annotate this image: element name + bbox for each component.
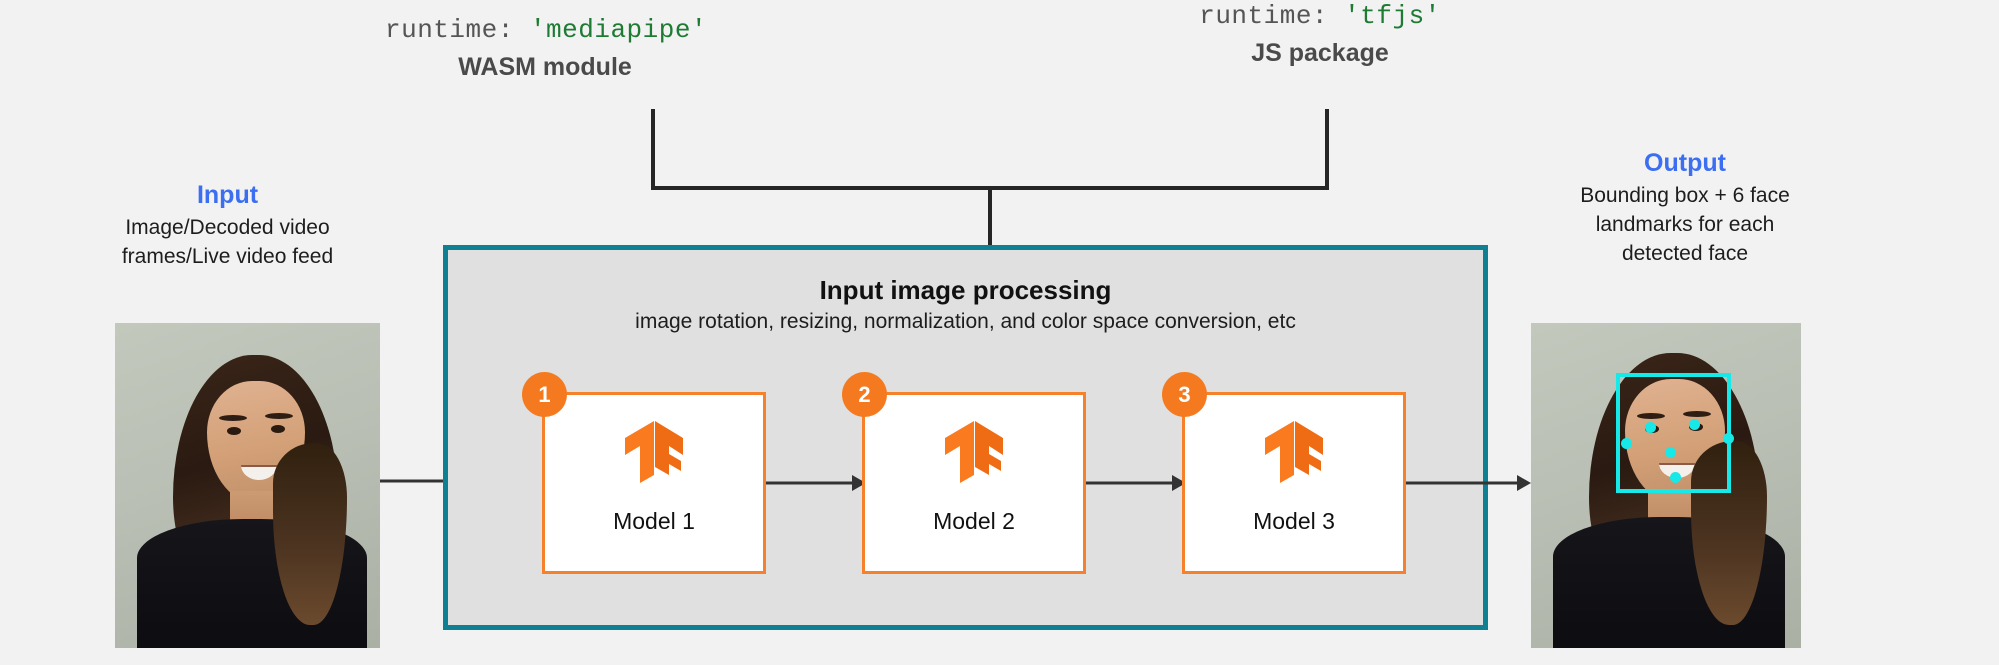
model-label-2: Model 2: [933, 508, 1015, 534]
runtime-key-mediapipe: runtime:: [385, 15, 514, 45]
arrow-model-1-to-model-2: [766, 475, 866, 491]
processing-title: Input image processing: [819, 275, 1112, 305]
output-photo-brow-right: [1683, 411, 1711, 417]
runtime-code-mediapipe: runtime: 'mediapipe': [385, 14, 708, 47]
face-landmark-mouth-center: [1670, 472, 1681, 483]
face-landmark-ear-right: [1723, 433, 1734, 444]
model-badge-2: 2: [842, 372, 887, 417]
arrow-model-3-to-output: [1406, 475, 1531, 491]
input-photo-hair-strand: [273, 443, 347, 625]
input-photo-mouth: [241, 465, 277, 480]
input-caption: Input Image/Decoded video frames/Live vi…: [95, 180, 360, 272]
tensorflow-logo-icon: [945, 421, 1003, 483]
runtime-subtitle-wasm: WASM module: [458, 52, 632, 81]
runtime-code-tfjs: runtime: 'tfjs': [1160, 0, 1480, 33]
face-landmark-nose-tip: [1665, 447, 1676, 458]
runtime-annotation-mediapipe: runtime: 'mediapipe' WASM module: [385, 14, 708, 83]
face-landmark-eye-left: [1645, 422, 1656, 433]
output-photo: [1531, 323, 1801, 648]
input-photo-brow-left: [219, 415, 247, 421]
face-landmark-eye-right: [1689, 419, 1700, 430]
bracket-connector: [651, 109, 1329, 247]
input-photo-brow-right: [265, 413, 293, 419]
face-landmark-ear-left: [1621, 438, 1632, 449]
output-caption: Output Bounding box + 6 face landmarks f…: [1530, 148, 1840, 269]
model-card-1[interactable]: 1 Model 1: [522, 372, 766, 574]
input-photo-eye-right: [271, 425, 285, 433]
model-label-3: Model 3: [1253, 508, 1335, 534]
output-photo-mouth: [1659, 463, 1695, 478]
runtime-subtitle-js: JS package: [1251, 38, 1389, 67]
model-badge-1: 1: [522, 372, 567, 417]
model-label-1: Model 1: [613, 508, 695, 534]
tensorflow-logo-icon: [625, 421, 683, 483]
processing-subtitle: image rotation, resizing, normalization,…: [635, 310, 1296, 333]
input-photo: [115, 323, 380, 648]
model-card-3[interactable]: 3 Model 3: [1162, 372, 1406, 574]
tensorflow-logo-icon: [1265, 421, 1323, 483]
output-photo-brow-left: [1637, 413, 1665, 419]
model-badge-3: 3: [1162, 372, 1207, 417]
model-card-2[interactable]: 2 Model 2: [842, 372, 1086, 574]
input-description-line-2: frames/Live video feed: [121, 245, 334, 269]
output-description-line-2: landmarks for each: [1595, 213, 1775, 237]
input-description-line-1: Image/Decoded video: [125, 216, 330, 240]
output-description-line-3: detected face: [1621, 242, 1749, 266]
runtime-value-mediapipe: 'mediapipe': [529, 15, 708, 45]
input-title: Input: [196, 181, 259, 209]
arrow-model-2-to-model-3: [1086, 475, 1186, 491]
output-description-line-1: Bounding box + 6 face: [1580, 184, 1790, 208]
output-title: Output: [1644, 149, 1726, 177]
runtime-key-tfjs: runtime:: [1199, 1, 1329, 31]
input-photo-eye-left: [227, 427, 241, 435]
runtime-annotation-tfjs: runtime: 'tfjs' JS package: [1160, 0, 1480, 69]
runtime-value-tfjs: 'tfjs': [1344, 1, 1441, 31]
